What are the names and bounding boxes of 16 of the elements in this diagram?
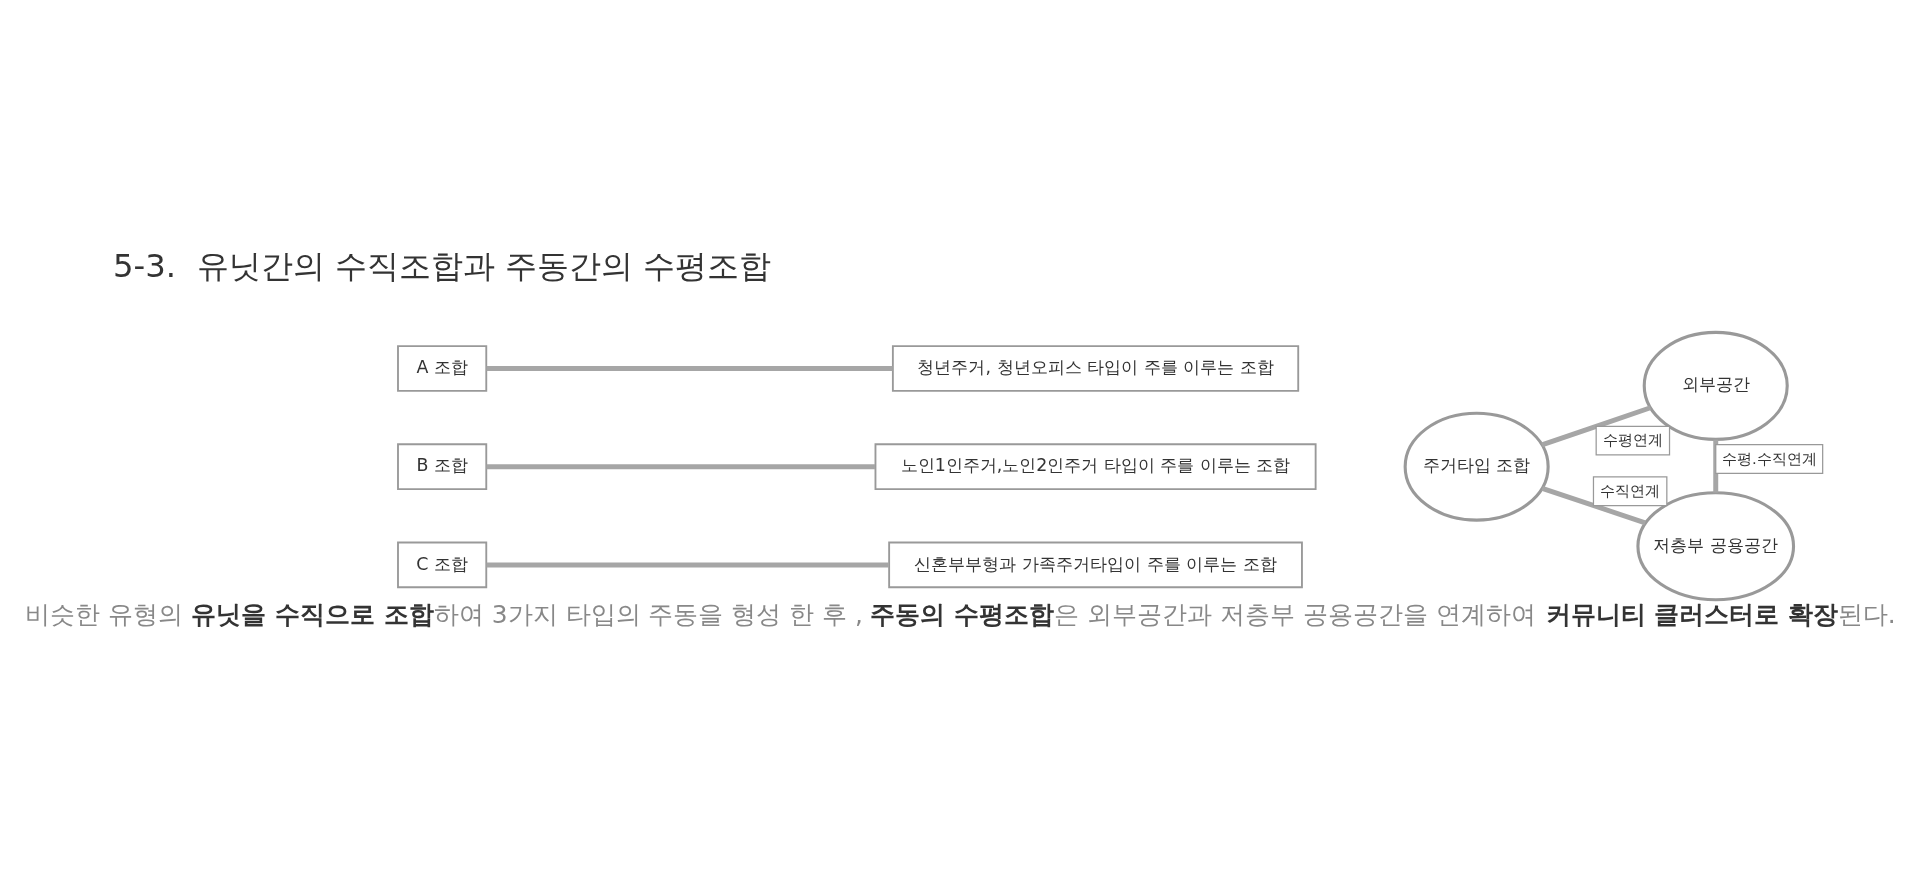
caption: 비슷한 유형의 유닛을 수직으로 조합하여 3가지 타입의 주동을 형성 한 후 , 주동의 수평조합은 외부공간과 저층부 공용공간을 연계하여 커뮤니티 클러스터로 확장된다. <box>24 600 1896 630</box>
connector <box>1712 439 1718 493</box>
connector <box>1540 405 1651 448</box>
node-box: 노인1인주거,노인2인주거 타입이 주를 이루는 조합 <box>874 443 1317 490</box>
node-box: A 조합 <box>396 345 487 392</box>
edge-label: 수평.수직연계 <box>1721 449 1817 468</box>
node-ellipse: 주거타입 조합 <box>1403 411 1550 522</box>
connector <box>486 464 875 470</box>
connector <box>486 562 889 568</box>
node-box: 신혼부부형과 가족주거타입이 주를 이루는 조합 <box>887 541 1303 589</box>
node-box: 청년주거, 청년오피스 타입이 주를 이루는 조합 <box>891 345 1299 392</box>
diagram-title: 5-3. 유닛간의 수직조합과 주동간의 수평조합 <box>112 246 771 285</box>
node-box: B 조합 <box>396 443 487 490</box>
connector <box>1540 485 1646 526</box>
node-box: C 조합 <box>396 541 487 589</box>
connector <box>486 365 893 371</box>
